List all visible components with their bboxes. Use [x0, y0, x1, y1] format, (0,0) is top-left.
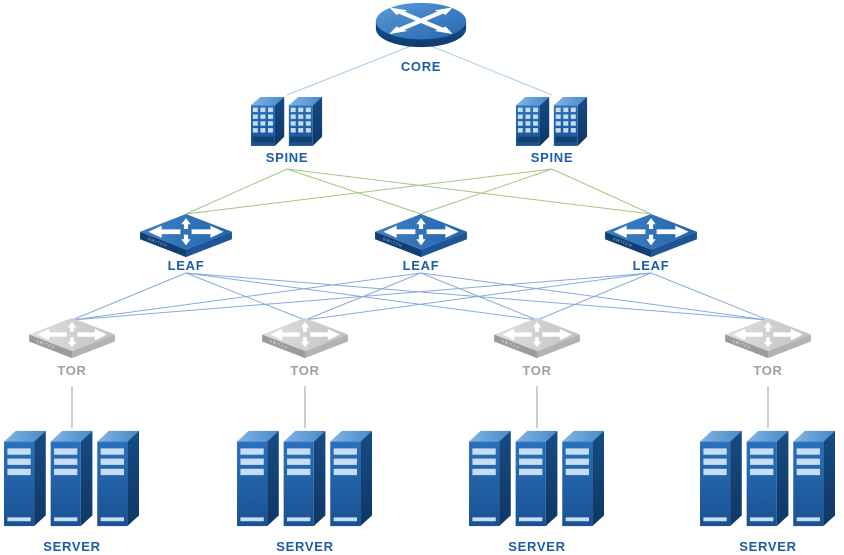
node-spine-2: SPINE: [516, 94, 588, 165]
node-server-3: SERVER: [469, 428, 605, 554]
leaf-label-1: LEAF: [167, 258, 205, 273]
server-label-3: SERVER: [508, 539, 566, 554]
spine-label-2: SPINE: [530, 150, 574, 165]
spine-switch-icon-2: [516, 94, 588, 148]
server-group-icon-2: [237, 428, 373, 529]
tor-switch-icon-3: [493, 317, 581, 359]
link-spine2-leaf3: [551, 168, 652, 215]
node-server-1: SERVER: [4, 428, 140, 554]
link-leaf1-tor1: [71, 272, 187, 321]
node-leaf-2: LEAF: [374, 213, 468, 273]
node-spine-1: SPINE: [251, 94, 323, 165]
tor-label-1: TOR: [57, 363, 87, 378]
leaf-label-2: LEAF: [402, 258, 440, 273]
spine-switch-icon-1: [251, 94, 323, 148]
link-spine1-leaf2: [286, 168, 422, 215]
link-core-spine2: [420, 41, 553, 96]
node-tor-1: TOR: [28, 317, 116, 378]
node-leaf-1: LEAF: [139, 213, 233, 273]
node-leaf-3: LEAF: [604, 213, 698, 273]
tor-switch-icon-1: [28, 317, 116, 359]
leaf-switch-icon-1: [139, 213, 233, 258]
link-leaf3-tor2: [304, 272, 652, 321]
server-label-1: SERVER: [43, 539, 101, 554]
server-group-icon-3: [469, 428, 605, 529]
node-tor-4: TOR: [724, 317, 812, 378]
leaf-label-3: LEAF: [632, 258, 670, 273]
tor-switch-icon-4: [724, 317, 812, 359]
server-group-icon-4: [700, 428, 836, 529]
spine-label-1: SPINE: [265, 150, 309, 165]
tor-label-3: TOR: [522, 363, 552, 378]
link-leaf3-tor1: [71, 272, 652, 321]
tor-switch-icon-2: [261, 317, 349, 359]
server-group-icon-1: [4, 428, 140, 529]
server-label-2: SERVER: [276, 539, 334, 554]
leaf-switch-icon-2: [374, 213, 468, 258]
server-label-4: SERVER: [739, 539, 797, 554]
tor-label-4: TOR: [753, 363, 783, 378]
link-leaf2-tor1: [71, 272, 422, 321]
link-spine1-leaf3: [286, 168, 652, 215]
link-leaf3-tor4: [650, 272, 769, 321]
node-server-2: SERVER: [237, 428, 373, 554]
tor-label-2: TOR: [290, 363, 320, 378]
leaf-switch-icon-3: [604, 213, 698, 258]
node-core: CORE: [373, 0, 469, 74]
link-core-spine1: [286, 41, 422, 96]
node-tor-2: TOR: [261, 317, 349, 378]
link-spine2-leaf2: [420, 168, 553, 215]
node-server-4: SERVER: [700, 428, 836, 554]
node-tor-3: TOR: [493, 317, 581, 378]
link-spine1-leaf1: [185, 168, 288, 215]
core-router-icon: [373, 0, 469, 50]
link-leaf3-tor3: [536, 272, 652, 321]
link-spine2-leaf1: [185, 168, 553, 215]
core-label: CORE: [400, 59, 442, 74]
